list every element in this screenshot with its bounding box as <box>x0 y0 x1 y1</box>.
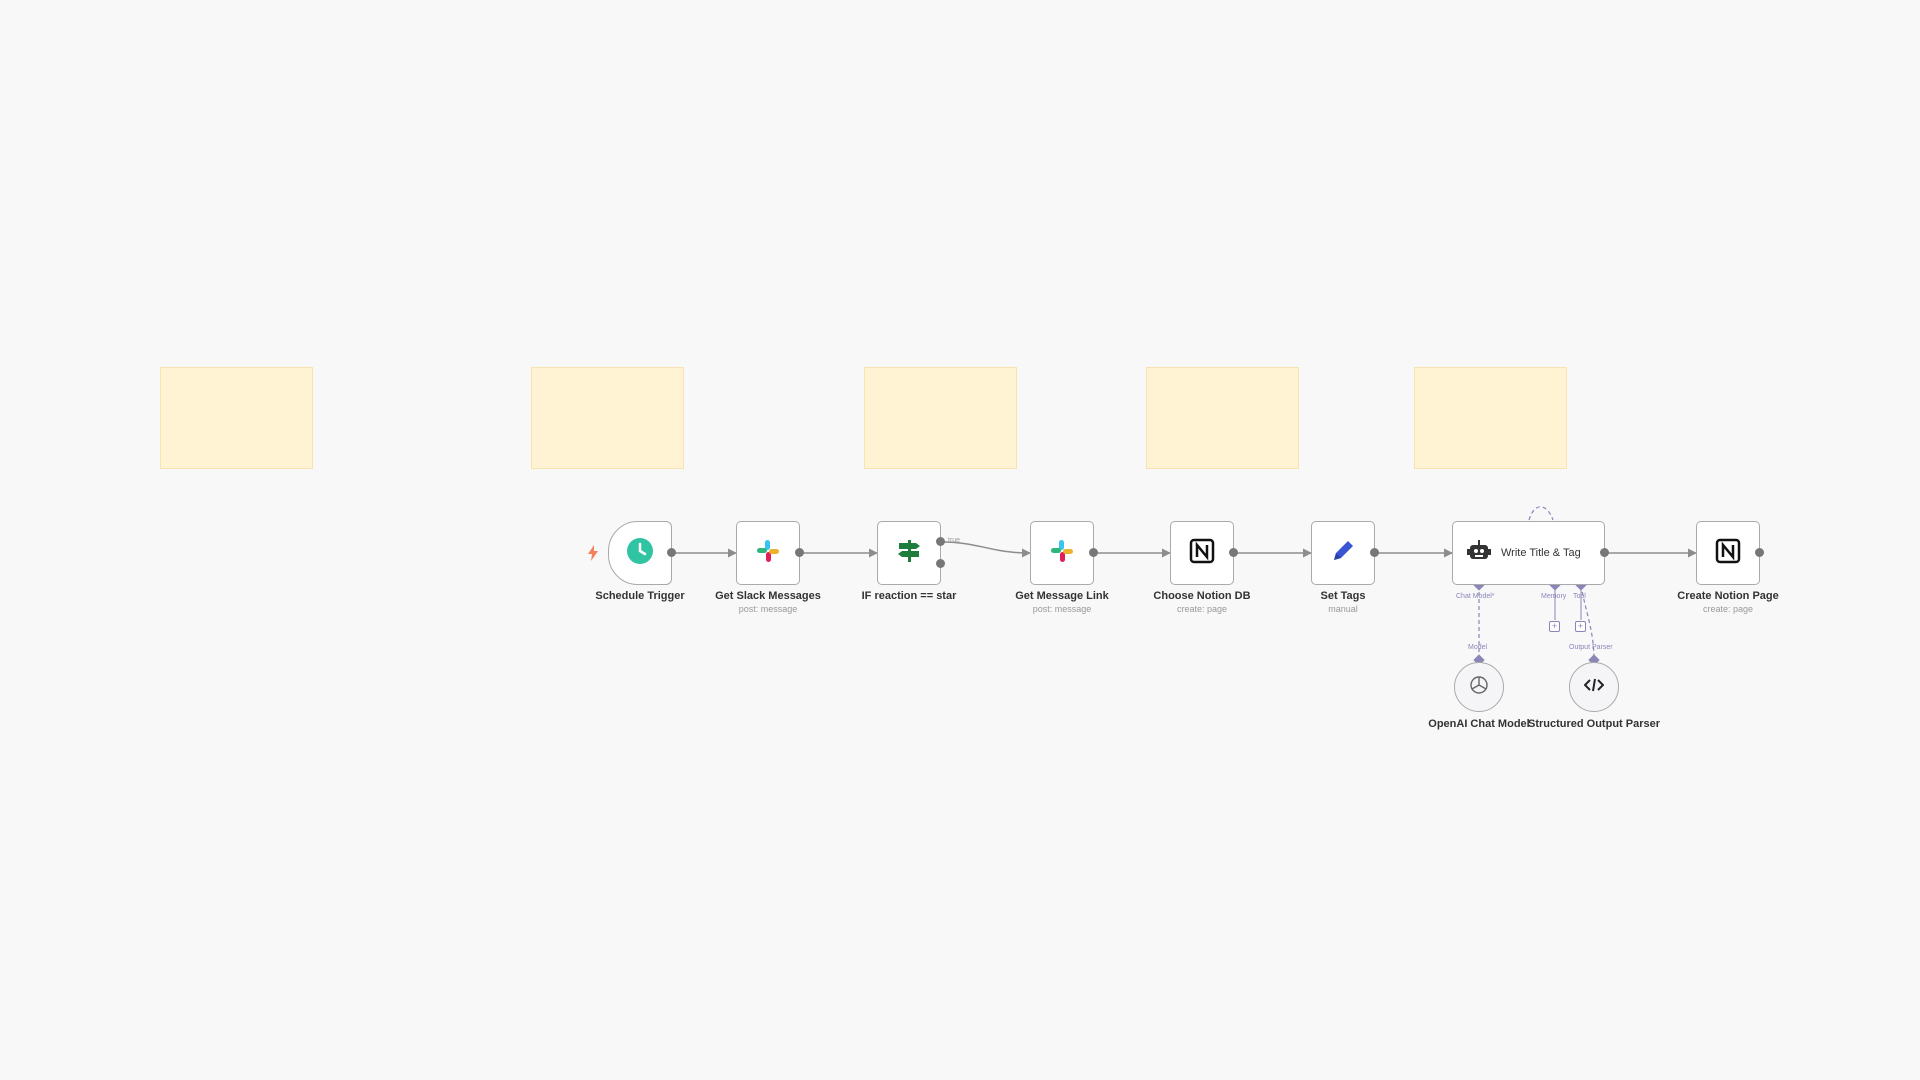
node-title: Structured Output Parser <box>1527 718 1661 730</box>
output-handle[interactable] <box>795 548 804 557</box>
node-title: Schedule Trigger <box>595 590 685 602</box>
port-memory: Memory <box>1541 593 1567 600</box>
trigger-bolt-icon <box>588 545 598 561</box>
node-title: Get Slack Messages <box>715 590 821 602</box>
sticky-note-5[interactable] <box>1414 367 1567 469</box>
node-title: Create Notion Page <box>1677 590 1779 602</box>
node-subtitle: create: page <box>1176 604 1228 614</box>
code-icon <box>1583 678 1605 697</box>
node-title: Set Tags <box>1320 590 1366 602</box>
port-tool: Tool <box>1573 593 1586 600</box>
slack-icon <box>1049 538 1075 569</box>
sticky-note-2[interactable] <box>531 367 684 469</box>
openai-icon <box>1468 674 1490 701</box>
port-model: Model <box>1468 644 1488 651</box>
sticky-note-1[interactable] <box>160 367 313 469</box>
output-handle[interactable] <box>1229 548 1238 557</box>
node-label: Write Title & Tag <box>1501 547 1581 559</box>
sticky-note-3[interactable] <box>864 367 1017 469</box>
port-output-parser: Output Parser <box>1569 644 1613 651</box>
node-subtitle: create: page <box>1702 604 1754 614</box>
node-title: OpenAI Chat Model <box>1428 718 1530 730</box>
add-tool-button[interactable]: + <box>1575 621 1586 632</box>
output-handle[interactable] <box>1089 548 1098 557</box>
node-write-title-tag[interactable]: Write Title & Tag <box>1452 521 1605 585</box>
node-subtitle: post: message <box>1032 604 1092 614</box>
clock-icon <box>626 537 654 570</box>
robot-icon <box>1467 539 1491 567</box>
node-schedule-trigger[interactable] <box>608 521 672 585</box>
node-structured-output-parser[interactable] <box>1569 662 1619 712</box>
slack-icon <box>755 538 781 569</box>
node-openai-chat-model[interactable] <box>1454 662 1504 712</box>
notion-icon <box>1189 538 1215 569</box>
edge-agent-loop <box>1528 506 1554 521</box>
output-handle[interactable] <box>1755 548 1764 557</box>
output-handle-false[interactable] <box>936 559 945 568</box>
node-get-message-link[interactable] <box>1030 521 1094 585</box>
pencil-icon <box>1330 538 1356 569</box>
output-handle[interactable] <box>1600 548 1609 557</box>
if-true-label: true <box>948 537 961 544</box>
node-title: Choose Notion DB <box>1153 590 1251 602</box>
node-choose-notion-db[interactable] <box>1170 521 1234 585</box>
node-create-notion-page[interactable] <box>1696 521 1760 585</box>
node-if[interactable] <box>877 521 941 585</box>
sticky-note-4[interactable] <box>1146 367 1299 469</box>
node-title: IF reaction == star <box>861 590 957 602</box>
node-subtitle: post: message <box>738 604 798 614</box>
node-set-tags[interactable] <box>1311 521 1375 585</box>
if-signpost-icon <box>896 538 922 569</box>
node-title: Get Message Link <box>1015 590 1109 602</box>
output-handle-true[interactable] <box>936 537 945 546</box>
output-handle[interactable] <box>667 548 676 557</box>
add-memory-button[interactable]: + <box>1549 621 1560 632</box>
edge-parser-agent <box>1580 584 1595 661</box>
notion-icon <box>1715 538 1741 569</box>
output-handle[interactable] <box>1370 548 1379 557</box>
port-chat-model: Chat Model* <box>1456 593 1495 600</box>
node-subtitle: manual <box>1328 604 1358 614</box>
node-get-slack-messages[interactable] <box>736 521 800 585</box>
edge-if-true-link <box>940 541 1031 558</box>
